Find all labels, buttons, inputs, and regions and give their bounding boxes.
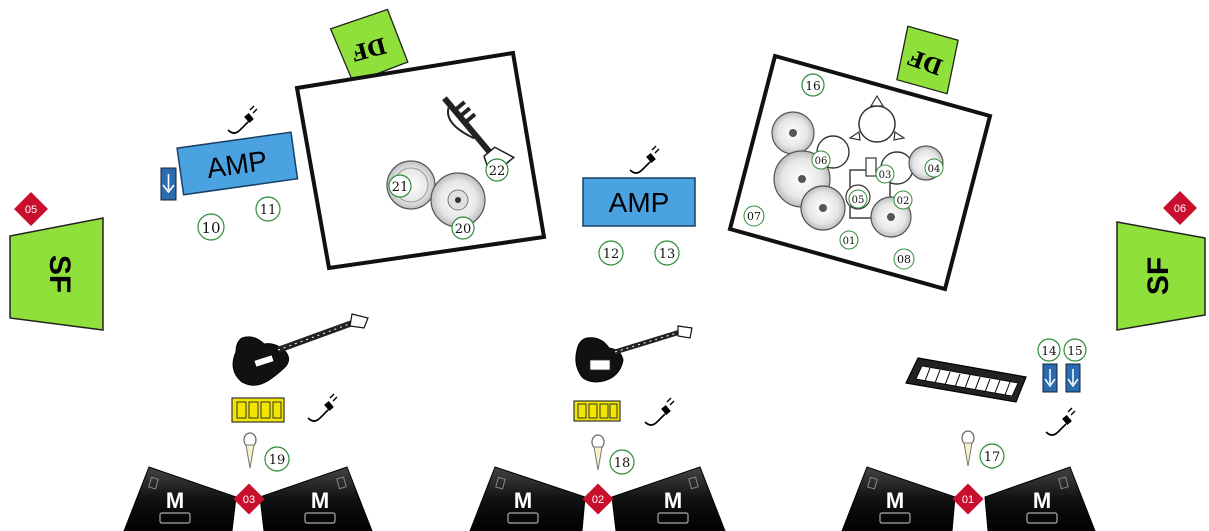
side-fill-right-label: SF	[1142, 257, 1175, 295]
cymbal-icon	[800, 185, 846, 231]
drum-channel-01-label: 01	[843, 236, 856, 247]
monitor-wedge: M	[841, 466, 956, 531]
drum-channel-16-label: 16	[805, 79, 820, 93]
side-fill-left: SF	[9, 217, 104, 331]
drum-channel-02-label: 02	[897, 196, 910, 207]
vocal-mic-icon	[243, 432, 257, 469]
mix-badge-02-label: 02	[592, 494, 604, 506]
channel-11-label: 11	[260, 203, 277, 218]
mix-badge-05: 05	[14, 192, 48, 226]
power-plug-icon	[227, 105, 258, 134]
monitor-wedge-label: M	[166, 488, 184, 513]
channel-19-label: 19	[269, 453, 286, 468]
vocal-mic-icon	[591, 434, 605, 471]
channel-20: 20	[451, 216, 475, 240]
drum-channel-06: 06	[811, 150, 831, 170]
mix-badge-01-label: 01	[962, 494, 974, 506]
drum-throne-icon	[848, 94, 906, 143]
monitor-wedge: M	[469, 466, 586, 531]
mix-badge-03: 03	[233, 483, 265, 515]
monitor-wedge: M	[984, 466, 1096, 531]
channel-21-label: 21	[392, 180, 409, 195]
power-plug-icon	[644, 397, 675, 426]
riser-right: 16 06 03 04 05 02 07 01	[727, 53, 993, 292]
monitor-wedge-label: M	[664, 488, 682, 513]
channel-22: 22	[485, 158, 509, 182]
drum-channel-03: 03	[875, 164, 895, 184]
mix-badge-01: 01	[952, 483, 984, 515]
monitor-wedge-label: M	[311, 488, 329, 513]
bass-guitar-icon	[232, 313, 369, 386]
mix-badge-06-label: 06	[1174, 203, 1186, 215]
channel-15-label: 15	[1067, 344, 1082, 358]
mix-badge-05-label: 05	[25, 204, 37, 216]
drum-channel-07-label: 07	[747, 210, 761, 223]
amp-center-label: AMP	[609, 187, 670, 218]
drum-channel-04: 04	[924, 158, 944, 178]
drum-channel-02: 02	[893, 190, 913, 210]
monitor-wedge-label: M	[1033, 488, 1051, 513]
channel-13: 13	[654, 240, 680, 266]
channel-13-label: 13	[659, 247, 676, 262]
drum-icon	[430, 172, 486, 228]
channel-12: 12	[598, 240, 624, 266]
arrow-down-icon	[160, 167, 177, 201]
drum-channel-01: 01	[839, 230, 859, 250]
channel-17: 17	[979, 443, 1005, 469]
channel-14-label: 14	[1041, 344, 1057, 358]
channel-10-label: 10	[201, 219, 220, 237]
drum-channel-05-label: 05	[852, 195, 865, 206]
riser-left: 21 20 22	[294, 50, 547, 271]
amp-left: AMP	[176, 131, 299, 196]
drum-channel-03-label: 03	[879, 170, 892, 181]
keyboard-icon	[905, 357, 1027, 403]
side-fill-left-label: SF	[43, 255, 76, 293]
monitor-wedge: M	[123, 466, 237, 531]
channel-14: 14	[1037, 338, 1061, 362]
side-fill-right: SF	[1116, 221, 1206, 331]
drum-fill-right: DF	[896, 25, 959, 95]
drum-channel-08: 08	[893, 248, 915, 270]
di-box-left	[231, 397, 285, 423]
vocal-mic-icon	[961, 430, 975, 467]
drum-channel-08-label: 08	[897, 253, 911, 266]
channel-22-label: 22	[489, 164, 506, 179]
drum-channel-05: 05	[848, 189, 868, 209]
channel-19: 19	[264, 446, 290, 472]
power-plug-icon	[629, 145, 660, 174]
channel-17-label: 17	[984, 450, 1001, 465]
mix-badge-02: 02	[582, 483, 614, 515]
channel-10: 10	[197, 213, 225, 241]
power-plug-icon	[1045, 407, 1076, 436]
drum-channel-07: 07	[743, 205, 765, 227]
arrow-down-icon	[1042, 363, 1058, 393]
monitor-wedge-label: M	[514, 488, 532, 513]
channel-12-label: 12	[603, 247, 620, 262]
channel-11: 11	[255, 196, 281, 222]
channel-18-label: 18	[614, 456, 631, 471]
mix-badge-06: 06	[1163, 191, 1197, 225]
di-box-center	[573, 400, 621, 422]
monitor-wedge-label: M	[886, 488, 904, 513]
channel-15: 15	[1063, 338, 1087, 362]
monitor-wedge: M	[259, 466, 373, 531]
amp-center: AMP	[582, 177, 696, 227]
channel-21: 21	[388, 174, 412, 198]
monitor-wedge: M	[611, 466, 726, 531]
channel-18: 18	[609, 449, 635, 475]
arrow-down-icon	[1065, 363, 1081, 393]
drum-channel-04-label: 04	[928, 164, 941, 175]
drum-fill-left: DF	[329, 8, 409, 84]
drum-channel-06-label: 06	[815, 156, 828, 167]
mix-badge-03-label: 03	[243, 494, 255, 506]
cymbal-icon	[771, 111, 815, 155]
electric-guitar-icon	[575, 325, 693, 383]
drum-channel-16: 16	[801, 73, 825, 97]
channel-20-label: 20	[455, 222, 472, 237]
power-plug-icon	[307, 393, 338, 422]
